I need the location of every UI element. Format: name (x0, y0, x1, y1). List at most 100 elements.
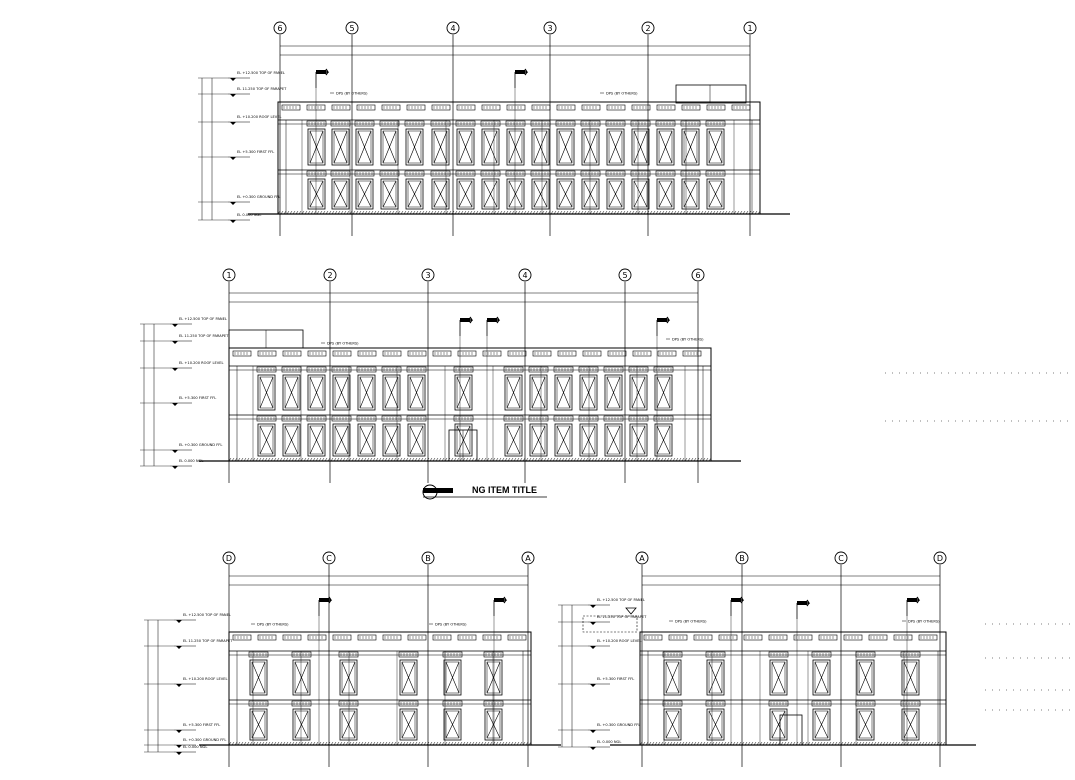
window-pane (533, 130, 548, 164)
level-marker-icon (230, 202, 236, 205)
vent-frame (430, 120, 451, 127)
hatch-stroke (933, 741, 937, 746)
hatch-stroke (360, 741, 364, 746)
dotted-guide-lines (885, 372, 1070, 711)
callout-text: DPS (BY OTHERS) (435, 623, 467, 627)
hatch-stroke (687, 457, 691, 462)
window-pane (606, 425, 621, 455)
vent-frame (306, 170, 327, 177)
hatch-stroke (703, 210, 707, 215)
hatch-stroke (316, 210, 320, 215)
hatch-stroke (367, 210, 371, 215)
hatch-stroke (351, 457, 355, 462)
hatch-stroke (918, 741, 922, 746)
hatch-stroke (930, 741, 934, 746)
hatch-stroke (436, 210, 440, 215)
hatch-stroke (457, 210, 461, 215)
hatch-stroke (387, 457, 391, 462)
vent-frame (354, 120, 375, 127)
window-frame (249, 708, 268, 741)
window-frame (629, 423, 648, 457)
window-cross-icon (706, 178, 725, 210)
window-cross-icon (769, 708, 788, 741)
hatch-stroke (460, 210, 464, 215)
arrow-body (487, 318, 497, 322)
parapet-vent (603, 415, 624, 422)
hatch-stroke (342, 457, 346, 462)
window-frame (812, 659, 831, 696)
hatch-stroke (670, 210, 674, 215)
vent-frame (630, 170, 651, 177)
hatch-stroke (363, 741, 367, 746)
parapet-vent (281, 415, 302, 422)
window-frame (706, 659, 725, 696)
hatch-stroke (732, 741, 736, 746)
hatch-stroke (330, 457, 334, 462)
hatch-stroke (376, 210, 380, 215)
vent-frame (605, 170, 626, 177)
north-arrow-icon (459, 316, 474, 336)
window-cross-line (384, 376, 399, 409)
window-cross-line (665, 661, 680, 694)
hatch-stroke (375, 457, 379, 462)
grid-bubble-label: 2 (645, 24, 650, 33)
parapet-vent (357, 634, 377, 641)
hatch-stroke (580, 210, 584, 215)
level-label: EL +12.500 TOP OF PANEL (597, 598, 645, 602)
hatch-stroke (279, 741, 283, 746)
window-cross-icon (856, 659, 875, 696)
hatch-stroke (616, 210, 620, 215)
hatch-stroke (346, 210, 350, 215)
vent-frame (482, 350, 502, 357)
vent-frame (768, 651, 789, 658)
hatch-stroke (604, 210, 608, 215)
parapet-vent (768, 651, 789, 658)
hatch-stroke (864, 741, 868, 746)
hatch-stroke (552, 457, 556, 462)
parapet-vent (506, 104, 526, 111)
window-cross-line (606, 425, 621, 455)
parapet-vent (332, 634, 352, 641)
hatch-stroke (454, 210, 458, 215)
vent-frame (531, 104, 551, 111)
window-cross-icon (531, 128, 550, 166)
window-cross-line (858, 710, 873, 739)
grid-bubble-icon (446, 21, 460, 35)
ground-hatch (199, 741, 561, 746)
parapet-vent (442, 651, 463, 658)
hatch-stroke (441, 457, 445, 462)
hatch-stroke (351, 741, 355, 746)
hatch-stroke (315, 741, 319, 746)
hatch-stroke (532, 210, 536, 215)
hatch-stroke (282, 457, 286, 462)
hatch-stroke (444, 741, 448, 746)
grid-bubble-icon (518, 268, 532, 282)
vent-frame (381, 366, 402, 373)
hatch-stroke (591, 457, 595, 462)
vent-frame (357, 634, 377, 641)
parapet-vent (331, 366, 352, 373)
grid-bubble-icon (933, 551, 947, 565)
window-cross-line (771, 710, 786, 739)
hatch-stroke (450, 457, 454, 462)
window-cross-line (508, 180, 523, 208)
window-frame (282, 423, 301, 457)
window-cross-icon (431, 178, 450, 210)
window-cross-line (382, 130, 397, 164)
hatch-stroke (426, 457, 430, 462)
window-cross-icon (579, 423, 598, 457)
parapet-vent (681, 104, 701, 111)
window-frame (331, 128, 350, 166)
hatch-stroke (528, 741, 532, 746)
hatch-stroke (373, 210, 377, 215)
window-pane (294, 710, 309, 739)
window-frame (769, 659, 788, 696)
window-pane (506, 376, 521, 409)
window-cross-icon (355, 128, 374, 166)
hatch-stroke (882, 741, 886, 746)
hatch-stroke (348, 457, 352, 462)
vent-frame (354, 170, 375, 177)
hatch-stroke (465, 741, 469, 746)
hatch-stroke (339, 457, 343, 462)
